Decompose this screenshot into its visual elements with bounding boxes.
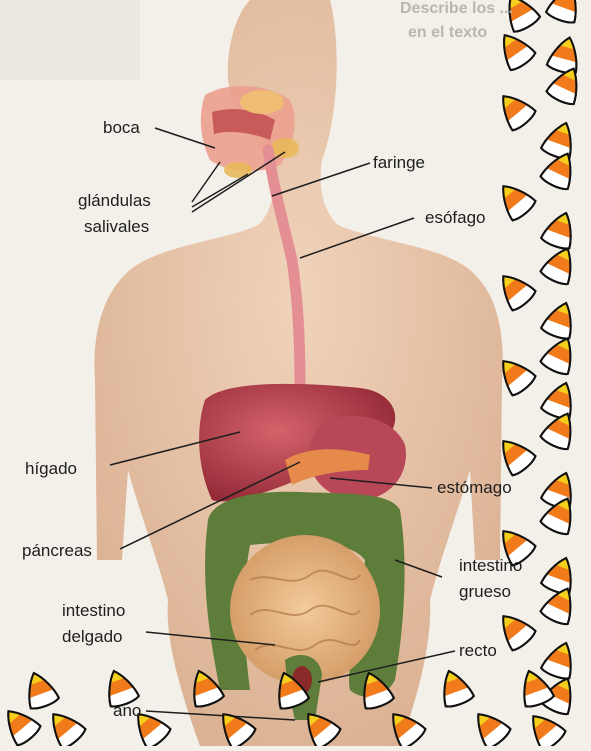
- background-heading-1: Describe los ...: [400, 0, 513, 18]
- label-intestino-delgado-1: intestino: [62, 600, 125, 621]
- label-intestino-grueso-2: grueso: [459, 581, 511, 602]
- label-boca: boca: [103, 117, 140, 138]
- label-intestino-grueso-1: intestino: [459, 555, 522, 576]
- label-higado: hígado: [25, 458, 77, 479]
- label-faringe: faringe: [373, 152, 425, 173]
- label-intestino-delgado-2: delgado: [62, 626, 123, 647]
- label-glandulas-1: glándulas: [78, 190, 151, 211]
- label-estomago: estómago: [437, 477, 512, 498]
- label-glandulas-2: salivales: [84, 216, 149, 237]
- label-ano: ano: [113, 700, 141, 721]
- background-heading-2: en el texto: [408, 24, 487, 42]
- label-recto: recto: [459, 640, 497, 661]
- label-esofago: esófago: [425, 207, 486, 228]
- label-pancreas: páncreas: [22, 540, 92, 561]
